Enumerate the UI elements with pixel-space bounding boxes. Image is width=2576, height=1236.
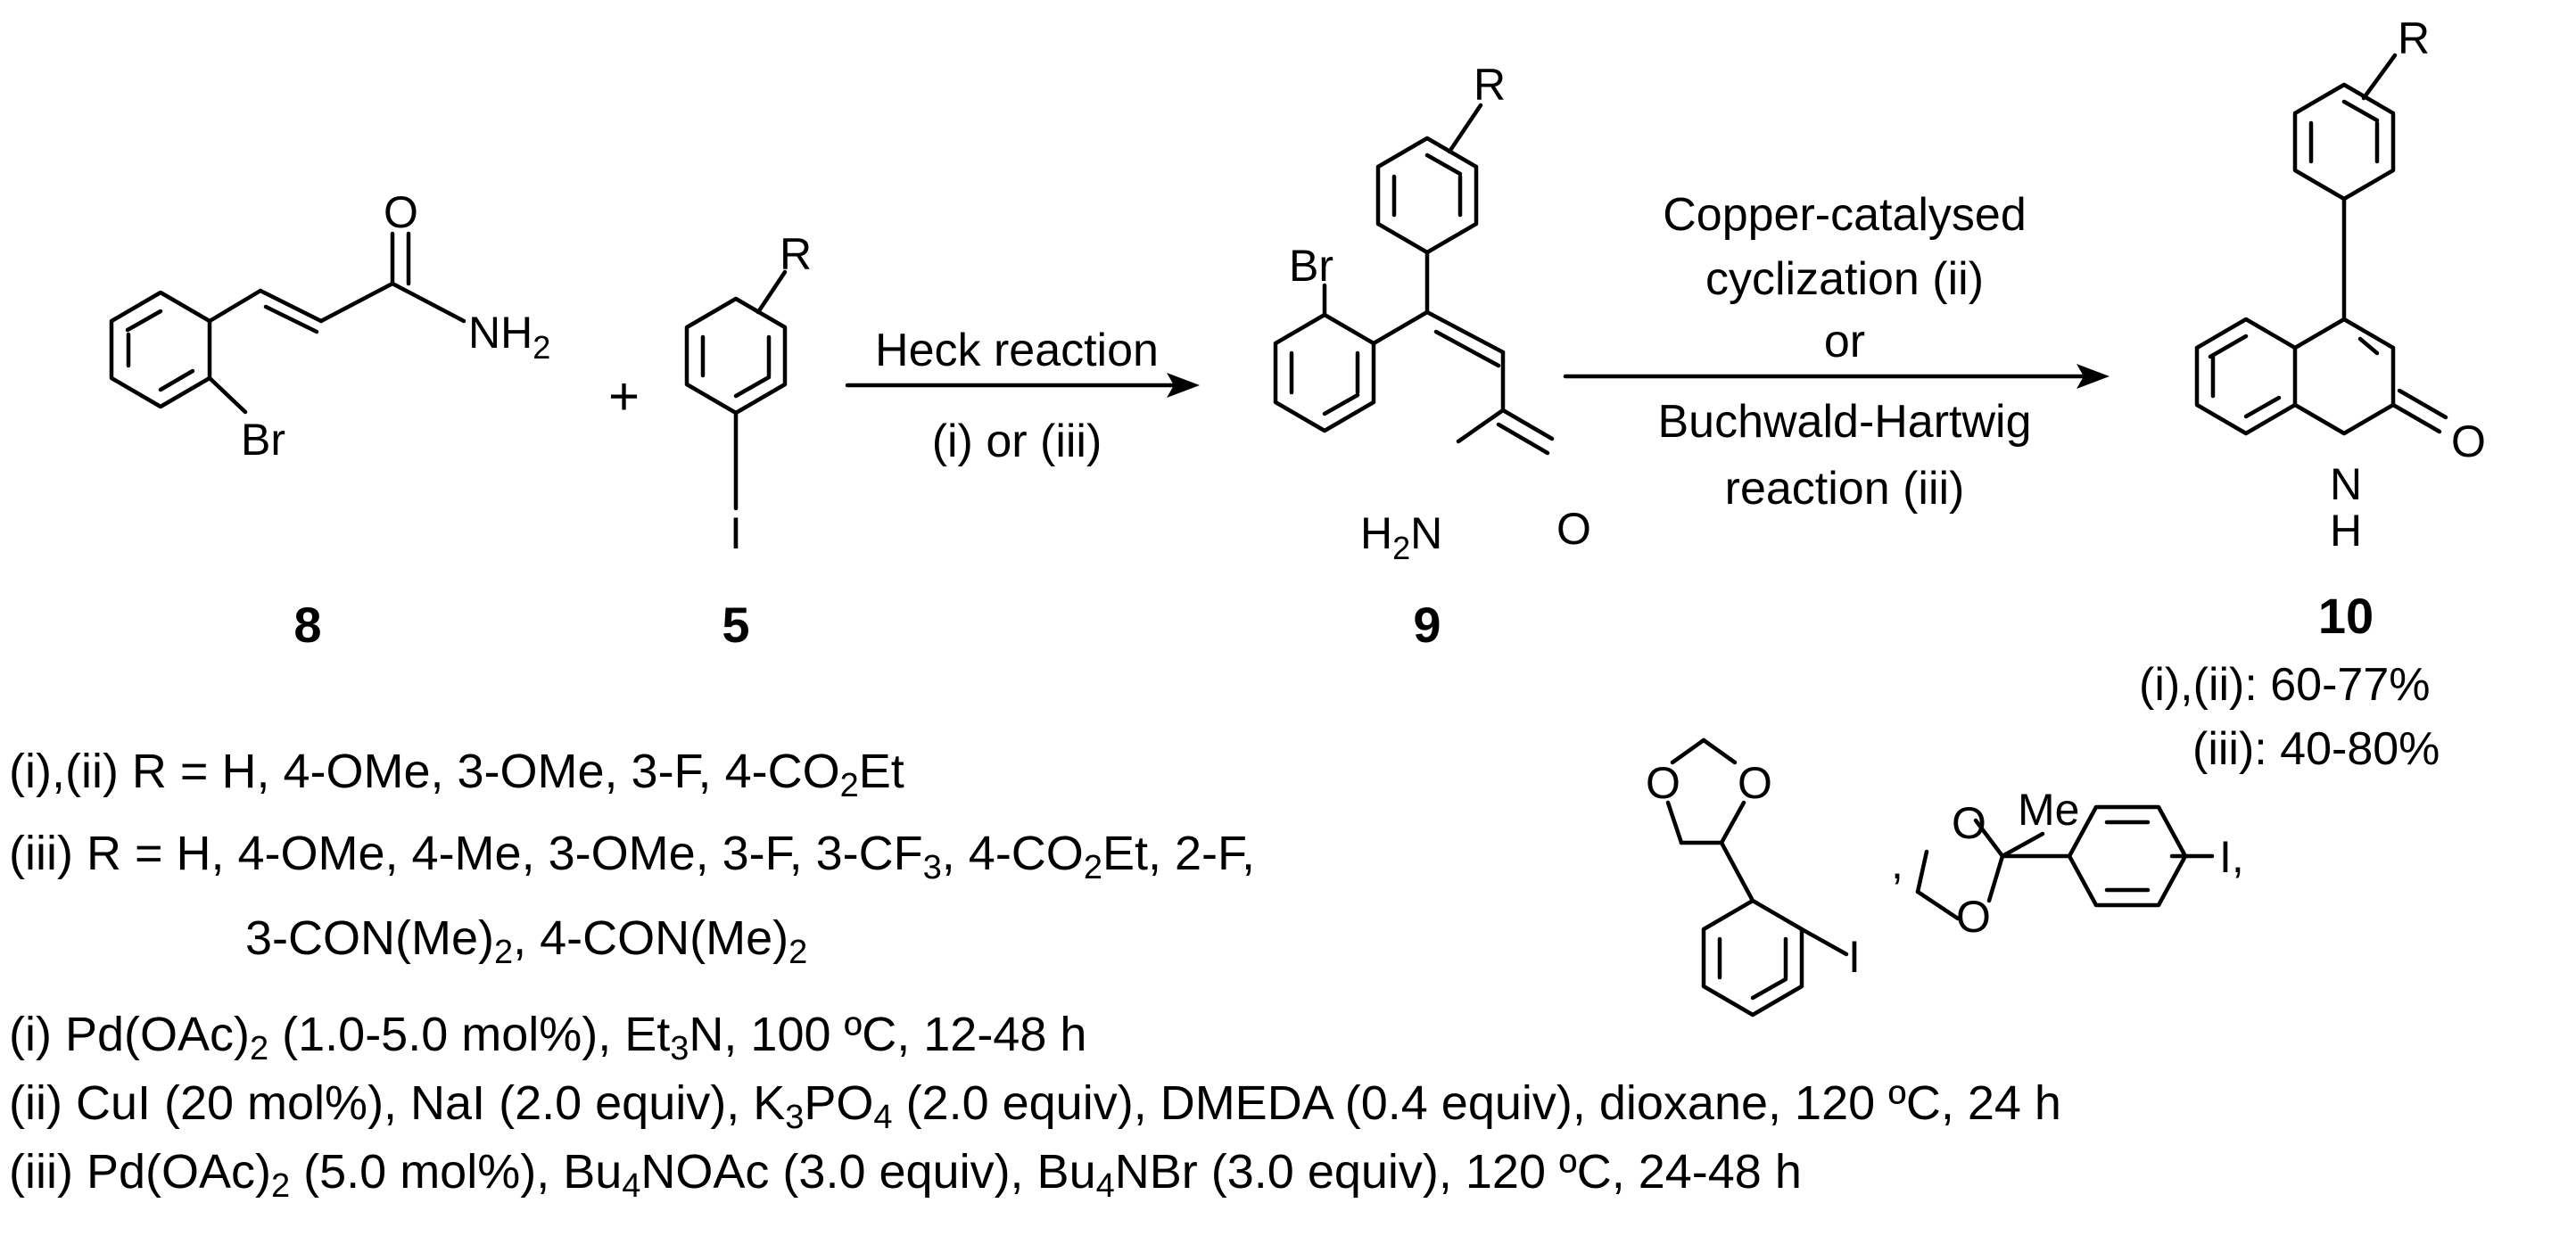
dioxolane-oxygen-1: O: [1646, 758, 1680, 808]
c9-h2n: H2N: [1360, 508, 1442, 566]
ketal-methyl: Me: [2018, 785, 2079, 835]
yield-line-1: (i),(ii): 60-77%: [2139, 659, 2431, 711]
condition-ii: (ii) CuI (20 mol%), NaI (2.0 equiv), K3P…: [9, 1076, 2061, 1136]
c10-hydrogen: H: [2330, 506, 2362, 556]
substituents-line-3: 3-CON(Me)2, 4-CON(Me)2: [245, 911, 808, 971]
arrow2-line-1: Copper-catalysed: [1663, 189, 2027, 241]
compound-label-9: 9: [1413, 597, 1441, 653]
arrow2-line-5: reaction (iii): [1725, 463, 1965, 515]
aryl-separator-comma: ,: [1891, 838, 1903, 888]
c10-nitrogen: N: [2330, 459, 2362, 509]
compound-label-10: 10: [2318, 588, 2374, 644]
compound-label-5: 5: [722, 597, 749, 653]
substituents-line-2: (iii) R = H, 4-OMe, 4-Me, 3-OMe, 3-F, 3-…: [9, 827, 1255, 886]
dioxolane-oxygen-2: O: [1738, 758, 1772, 808]
arrow1-label-top: Heck reaction: [875, 325, 1159, 376]
ketal-iodine: I,: [2219, 832, 2244, 882]
arrow1-label-bottom: (i) or (iii): [932, 416, 1102, 467]
cyclization-arrow: [1563, 364, 2110, 389]
compound-label-8: 8: [293, 597, 321, 653]
dioxolane-aryl-structure: [1665, 737, 1849, 1018]
ketal-oxygen-1: O: [1952, 798, 1986, 848]
arrow2-line-3: or: [1824, 316, 1865, 367]
compound-5-structure: [684, 269, 788, 511]
condition-iii: (iii) Pd(OAc)2 (5.0 mol%), Bu4NOAc (3.0 …: [9, 1145, 1802, 1205]
ketal-oxygen-2: O: [1956, 892, 1991, 942]
c9-oxygen: O: [1556, 504, 1591, 554]
arrow2-line-4: Buchwald-Hartwig: [1657, 396, 2031, 448]
dioxolane-iodine: I: [1848, 932, 1861, 982]
yield-line-2: (iii): 40-80%: [2192, 723, 2440, 775]
c5-r-group: R: [780, 229, 812, 279]
heck-arrow: [845, 373, 1200, 398]
c8-bromine: Br: [241, 415, 285, 465]
compound-10-structure: [2194, 53, 2448, 436]
condition-i: (i) Pd(OAc)2 (1.0-5.0 mol%), Et3N, 100 º…: [9, 1008, 1087, 1067]
c10-r-group: R: [2398, 13, 2430, 63]
c8-oxygen: O: [384, 187, 418, 237]
plus-sign: +: [608, 367, 640, 426]
c8-nh2: NH2: [468, 308, 550, 366]
arrow2-line-2: cyclization (ii): [1705, 253, 1984, 305]
c10-oxygen: O: [2451, 416, 2486, 466]
compound-8-structure: [109, 231, 466, 415]
c9-bromine: Br: [1289, 241, 1333, 291]
ketal-aryl-structure: [1915, 804, 2215, 921]
c5-iodine: I: [730, 508, 742, 558]
compound-9-structure: [1273, 103, 1555, 456]
c9-r-group: R: [1474, 60, 1506, 110]
substituents-line-1: (i),(ii) R = H, 4-OMe, 3-OMe, 3-F, 4-CO2…: [9, 745, 904, 804]
